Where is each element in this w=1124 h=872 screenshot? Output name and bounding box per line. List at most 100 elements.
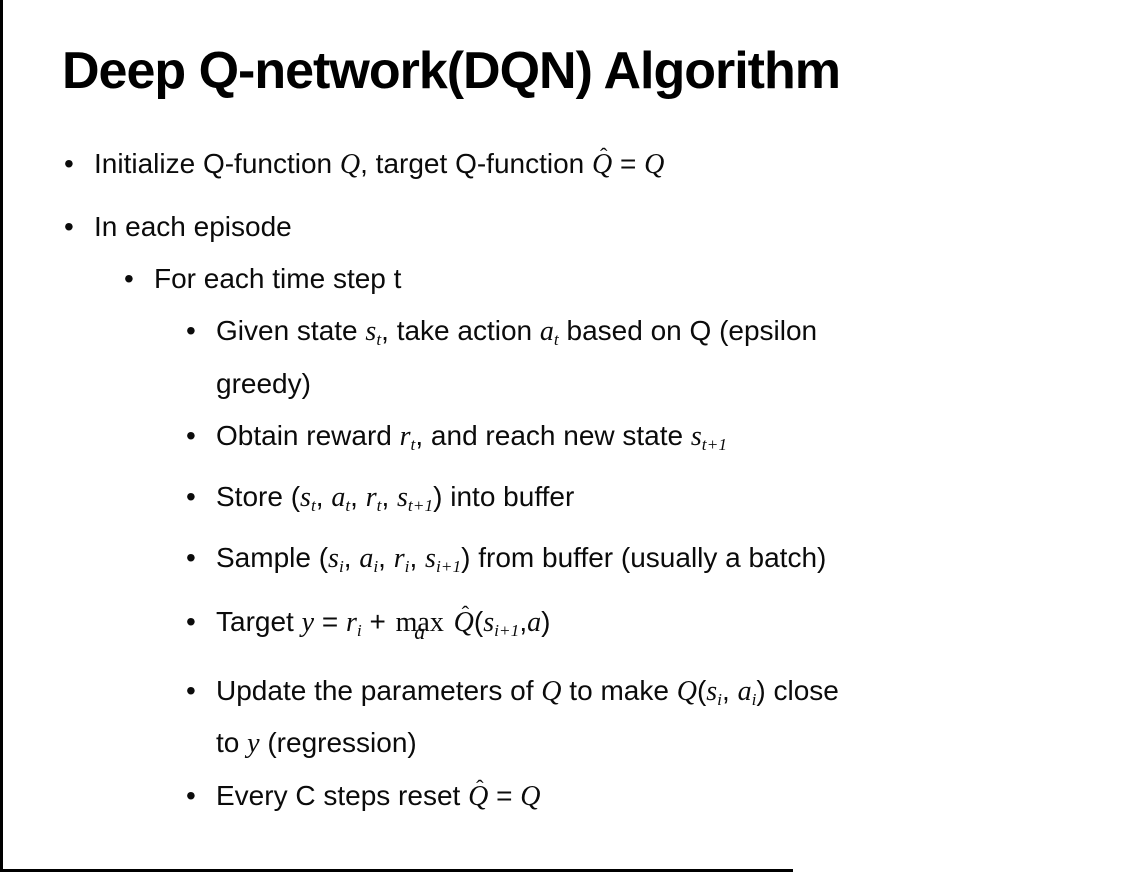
math-subscript: t — [410, 434, 416, 454]
math-base: r — [399, 421, 411, 453]
math-subscript: i+1 — [494, 620, 520, 640]
math-subscript: i — [717, 689, 722, 709]
math-subscript: t — [310, 495, 316, 515]
text-segment: , — [315, 480, 332, 512]
math-symbol: Q — [644, 149, 664, 180]
bullet-marker: • — [186, 315, 196, 347]
text-segment — [446, 606, 454, 637]
text-segment: = — [612, 148, 645, 180]
math-subscript: t — [345, 495, 351, 515]
text-segment: , — [343, 541, 360, 573]
text-segment: ) close — [756, 674, 839, 706]
math-symbol: Q — [520, 781, 540, 812]
math-symbol: st+1 — [690, 421, 727, 454]
math-base: a — [527, 606, 542, 638]
hat-accent: ˆ — [461, 600, 470, 626]
math-symbol: rt — [399, 421, 416, 454]
math-base: s — [328, 542, 339, 574]
bullet-marker: • — [186, 605, 196, 637]
math-symbol: st — [300, 482, 316, 515]
math-symbol: st+1 — [397, 481, 434, 515]
bullet-item: • In each episode — [0, 205, 1110, 249]
text-segment: to make — [561, 674, 677, 706]
math-base: y — [247, 728, 260, 760]
math-symbol: si — [706, 675, 722, 709]
text-segment: Every C steps reset — [216, 780, 469, 812]
text-segment: ) into buffer — [433, 480, 575, 512]
math-base: s — [483, 606, 495, 638]
bullet-item: •Sample (si, ai, ri, si+1) from buffer (… — [0, 536, 1110, 589]
math-base: s — [706, 675, 718, 707]
bullet-item: • Initialize Q-function Q, target Q-funct… — [0, 142, 1110, 187]
text-segment: ) from buffer (usually a batch) — [461, 541, 827, 573]
math-base: Q — [468, 781, 489, 813]
math-base: a — [737, 675, 752, 707]
bullet-text: Given state st, take action at based on … — [216, 309, 1110, 406]
text-segment: , — [409, 541, 426, 573]
text-segment: In each episode — [94, 211, 292, 243]
bullet-text: Initialize Q-function Q, target Q-functi… — [94, 142, 1110, 187]
math-base: s — [397, 481, 408, 513]
math-base: r — [345, 606, 357, 638]
math-base: s — [365, 316, 377, 348]
math-symbol: ri — [393, 542, 410, 576]
bullet-marker: • — [186, 480, 196, 512]
text-segment: ) — [541, 605, 551, 637]
bullet-text: Update the parameters of Q to make Q(si,… — [216, 669, 1110, 767]
bullet-item: •Obtain reward rt, and reach new state s… — [0, 414, 1110, 467]
math-subscript: t — [376, 330, 382, 350]
text-segment: Target — [216, 605, 302, 637]
bullet-marker: • — [124, 263, 134, 295]
math-subscript: i — [404, 556, 410, 576]
math-base: s — [690, 421, 702, 453]
math-symbol: si — [328, 542, 344, 576]
math-symbol: a — [527, 607, 541, 638]
bullet-marker: • — [186, 780, 196, 812]
math-base: r — [393, 542, 405, 574]
slide-title: Deep Q-network(DQN) Algorithm — [62, 42, 841, 100]
math-base: r — [365, 481, 377, 513]
text-segment: Given state — [216, 315, 366, 347]
math-subscript: i — [356, 620, 362, 640]
math-subscript: t+1 — [407, 495, 434, 515]
text-segment: Initialize Q-function — [94, 148, 340, 180]
math-subscript: t — [376, 495, 382, 515]
math-base: Q — [592, 149, 613, 181]
math-base: s — [425, 542, 436, 574]
text-segment: Store ( — [216, 480, 301, 512]
bullet-item: • Update the parameters of Q to make Q(si… — [0, 669, 1110, 767]
math-symbol: Q — [340, 149, 360, 180]
bullet-marker: • — [64, 211, 74, 243]
text-segment: , — [378, 541, 394, 573]
math-base: a — [359, 542, 374, 574]
hat-accent: ˆ — [476, 775, 484, 801]
math-symbol: rt — [365, 481, 382, 515]
bullet-marker: • — [186, 674, 196, 706]
operator-name: max — [395, 606, 444, 638]
bullet-marker: • — [186, 420, 196, 452]
text-segment: , — [519, 605, 528, 637]
bullet-text: In each episode — [94, 205, 1110, 249]
hat-accent: ˆ — [600, 143, 608, 169]
math-symbol: ai — [737, 675, 757, 709]
math-subscript: t — [553, 330, 559, 350]
text-segment: based on Q (epsilon — [558, 315, 818, 347]
text-segment: For each time step t — [154, 263, 402, 295]
text-segment: to — [216, 727, 248, 759]
bullet-list: • Initialize Q-function Q, target Q-funct… — [0, 142, 1110, 819]
math-base: a — [539, 316, 554, 348]
text-segment: + — [361, 605, 394, 637]
bullet-marker: • — [64, 148, 74, 180]
math-symbol: at — [331, 482, 351, 515]
text-segment: (regression) — [259, 727, 417, 759]
math-symbol: Q — [541, 676, 561, 707]
bullet-text: Obtain reward rt, and reach new state st… — [216, 414, 1110, 467]
text-segment: greedy) — [216, 368, 311, 400]
